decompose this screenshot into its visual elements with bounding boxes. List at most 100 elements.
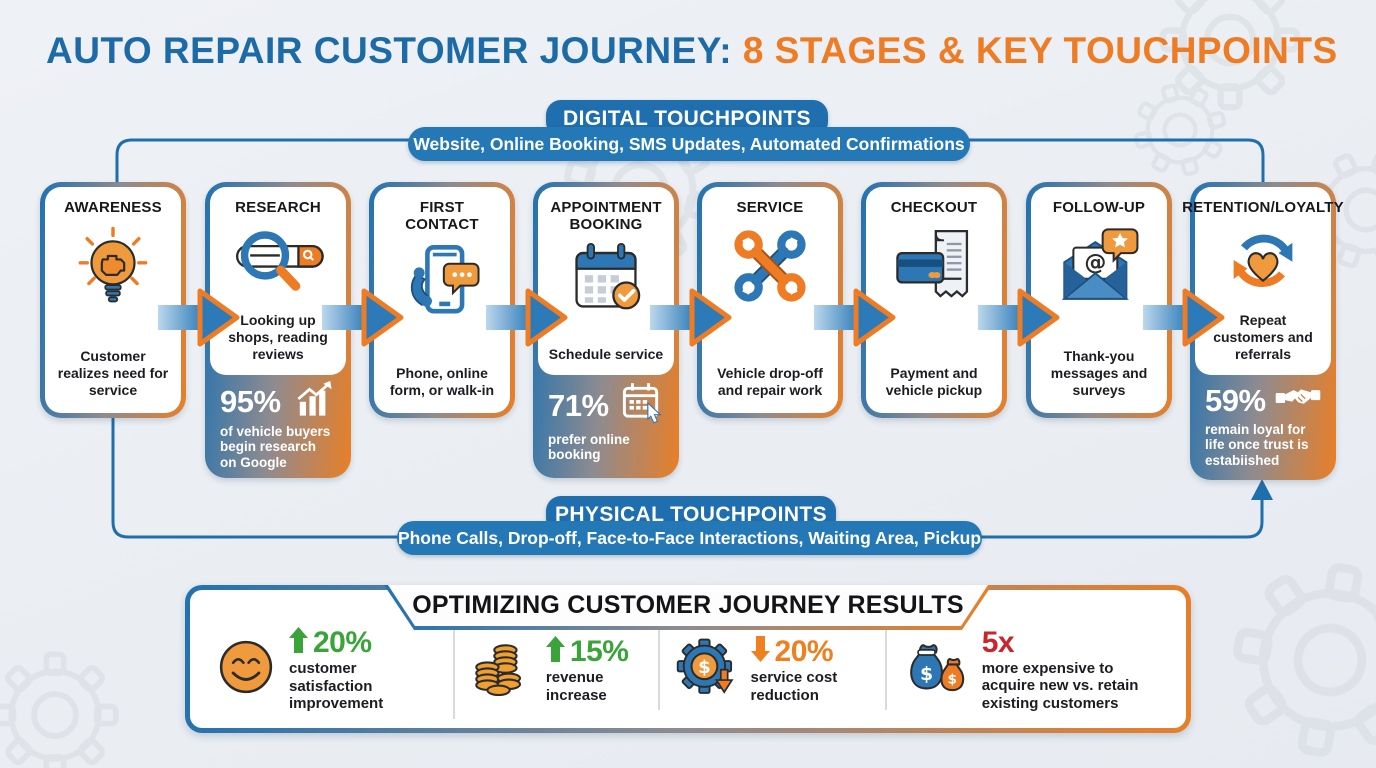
stage-description: Thank-you messages and surveys — [1050, 347, 1148, 398]
stage-description: Vehicle drop-off and repair work — [717, 364, 823, 398]
smiley-face-icon — [216, 637, 276, 702]
result-value: 5x — [981, 625, 1015, 659]
physical-touchpoints-list: Phone Calls, Drop-off, Face-to-Face Inte… — [397, 521, 982, 555]
search-magnifier-icon — [222, 222, 334, 305]
page-title-blue: AUTO REPAIR CUSTOMER JOURNEY: — [46, 30, 743, 71]
stat-value: 59% — [1205, 382, 1266, 418]
flow-arrow-5 — [814, 288, 896, 347]
stage-card-retention-loyalty-body: RETENTION/LOYALTY Repeat customers and r… — [1182, 187, 1344, 375]
flow-arrow-3 — [486, 288, 568, 347]
stage-description: Customer realizes need for service — [57, 347, 169, 398]
result-acquisition-cost: $ $ 5x more expensive to acquire new vs.… — [887, 622, 1176, 718]
flow-arrow-4 — [650, 288, 732, 347]
stage-card-checkout: CHECKOUT Payment and vehicle pickup — [861, 182, 1007, 418]
stage-card-follow-up: FOLLOW-UP @ Thank-you messages and surve… — [1026, 182, 1172, 418]
stage-card-retention-loyalty: RETENTION/LOYALTY Repeat customers and r… — [1182, 182, 1344, 480]
email-star-icon: @ — [1051, 222, 1147, 313]
stage-description: Repeat customers and referrals — [1213, 311, 1313, 362]
coin-stack-icon — [471, 638, 533, 703]
calendar-check-icon — [560, 240, 652, 319]
result-value: 15% — [569, 634, 629, 668]
stage-card-appointment-booking: APPOINTMENT BOOKING Schedule servic — [533, 182, 679, 478]
stage-card-first-contact-body: FIRST CONTACT Phone, online form, or wal… — [374, 187, 510, 413]
physical-connector-arrowhead — [1251, 479, 1273, 500]
stage-card-follow-up-body: FOLLOW-UP @ Thank-you messages and surve… — [1031, 187, 1167, 413]
stage-title: APPOINTMENT BOOKING — [550, 199, 662, 234]
stage-title: SERVICE — [736, 199, 804, 216]
results-panel: OPTIMIZING CUSTOMER JOURNEY RESULTS 20 — [185, 585, 1191, 733]
stage-title: FOLLOW-UP — [1052, 199, 1146, 216]
svg-text:$: $ — [920, 664, 933, 685]
stage-card-research-body: RESEARCH Looking up shops, reading revie… — [210, 187, 346, 375]
result-text: service cost reduction — [750, 669, 838, 704]
lightbulb-engine-icon — [70, 222, 156, 319]
page-title: AUTO REPAIR CUSTOMER JOURNEY: 8 STAGES &… — [46, 30, 1346, 72]
stage-description: Payment and vehicle pickup — [885, 364, 983, 398]
stage-card-research: RESEARCH Looking up shops, reading revie… — [205, 182, 351, 478]
stage-description: Looking up shops, reading reviews — [228, 311, 328, 362]
flow-arrow-2 — [322, 288, 404, 347]
digital-connector-left — [115, 138, 410, 186]
stage-title: AWARENESS — [64, 199, 162, 216]
result-value: 20% — [774, 634, 834, 668]
loyalty-loop-heart-icon — [1219, 222, 1307, 303]
stage-title: RETENTION/LOYALTY — [1182, 199, 1344, 216]
physical-connector-right — [980, 499, 1264, 539]
stage-card-awareness: AWARENESS Customer realizes need for ser… — [40, 182, 186, 418]
down-arrow-icon — [750, 636, 770, 667]
research-stat-callout: 95% of vehicle buyers begin research on … — [210, 375, 346, 478]
physical-touchpoints-items: Phone Calls, Drop-off, Face-to-Face Inte… — [397, 527, 982, 548]
flow-arrow-1 — [158, 288, 240, 347]
physical-connector-left — [111, 416, 399, 539]
result-text: customer satisfaction improvement — [289, 660, 384, 713]
physical-touchpoints-label: PHYSICAL TOUCHPOINTS — [554, 502, 828, 526]
crossed-wrenches-icon — [724, 222, 816, 315]
digital-touchpoints-label: DIGITAL TOUCHPOINTS — [563, 106, 811, 130]
stat-text: prefer online booking — [548, 432, 630, 463]
handshake-icon — [1275, 381, 1321, 420]
result-text: revenue increase — [545, 669, 607, 704]
booking-stat-callout: 71% prefer online booking — [538, 375, 674, 471]
stage-card-checkout-body: CHECKOUT Payment and vehicle pickup — [866, 187, 1002, 413]
results-title: OPTIMIZING CUSTOMER JOURNEY RESULTS — [412, 591, 964, 619]
digital-touchpoints-list: Website, Online Booking, SMS Updates, Au… — [408, 127, 970, 161]
stat-value: 71% — [548, 387, 609, 423]
stage-card-awareness-body: AWARENESS Customer realizes need for ser… — [45, 187, 181, 413]
stage-title: CHECKOUT — [890, 199, 978, 216]
gear-dollar-icon: $ — [676, 637, 738, 704]
results-banner: OPTIMIZING CUSTOMER JOURNEY RESULTS — [384, 585, 992, 630]
stat-text: of vehicle buyers begin research on Goog… — [220, 424, 331, 470]
page-title-orange: 8 STAGES & KEY TOUCHPOINTS — [742, 30, 1338, 71]
retention-stat-callout: 59% remain loyal for life once trust is … — [1195, 375, 1331, 476]
digital-connector-right — [968, 138, 1265, 186]
stat-text: remain loyal for life once trust is esta… — [1205, 422, 1309, 468]
result-revenue-increase: 15% revenue increase — [455, 630, 660, 710]
card-receipt-icon — [888, 222, 980, 313]
up-arrow-icon — [289, 627, 308, 658]
digital-touchpoints-items: Website, Online Booking, SMS Updates, Au… — [413, 133, 965, 154]
svg-text:$: $ — [698, 657, 711, 678]
flow-arrow-7 — [1143, 288, 1225, 347]
stage-description: Schedule service — [548, 345, 664, 362]
svg-text:@: @ — [1084, 251, 1106, 276]
bar-chart-growth-icon — [294, 381, 336, 422]
stage-title: RESEARCH — [235, 199, 321, 216]
result-text: more expensive to acquire new vs. retain… — [981, 659, 1139, 712]
stat-value: 95% — [220, 383, 281, 419]
stage-description: Phone, online form, or walk-in — [389, 364, 495, 398]
calendar-cursor-icon — [620, 381, 664, 430]
flow-arrow-6 — [978, 288, 1060, 347]
stage-title: FIRST CONTACT — [405, 199, 479, 234]
phone-chat-icon — [396, 240, 488, 329]
money-bags-icon: $ $ — [903, 637, 969, 702]
result-service-cost-reduction: $ 20% service cost reduction — [660, 630, 887, 710]
stage-card-appointment-booking-body: APPOINTMENT BOOKING Schedule servic — [538, 187, 674, 375]
results-banner-face: OPTIMIZING CUSTOMER JOURNEY RESULTS — [388, 585, 988, 626]
stage-card-service: SERVICE — [697, 182, 843, 418]
svg-text:$: $ — [947, 672, 957, 688]
stage-card-first-contact: FIRST CONTACT Phone, online form, or wal… — [369, 182, 515, 418]
up-arrow-icon — [545, 636, 565, 667]
stage-card-service-body: SERVICE — [702, 187, 838, 413]
